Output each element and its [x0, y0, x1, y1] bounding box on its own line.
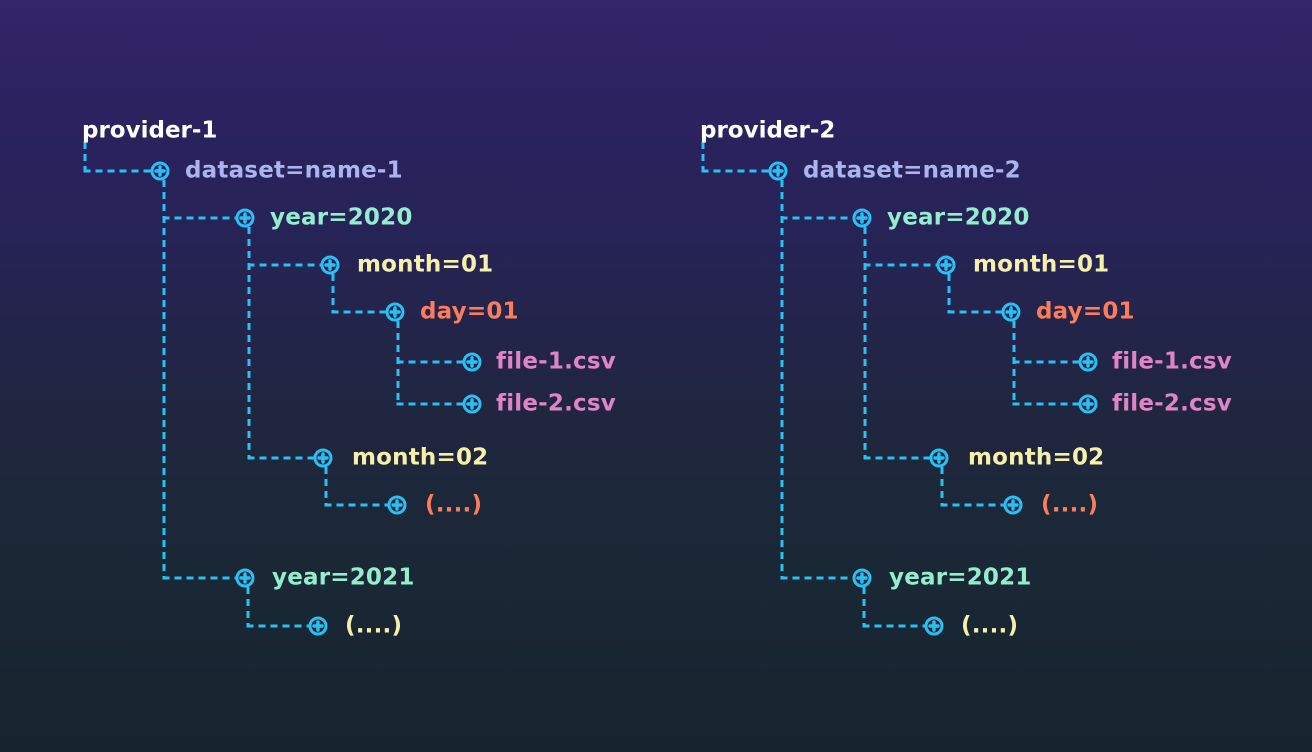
tree-node-marker[interactable] — [929, 448, 949, 468]
tree-node-marker[interactable] — [1003, 495, 1023, 515]
tree-node-label-day[interactable]: day=01 — [420, 298, 519, 325]
tree-node-label-file[interactable]: file-2.csv — [496, 390, 616, 417]
tree-node-marker[interactable] — [936, 255, 956, 275]
tree-root-label: provider-1 — [82, 117, 218, 144]
tree-node-label-month[interactable]: month=02 — [968, 444, 1105, 471]
tree-node-marker[interactable] — [1078, 352, 1098, 372]
tree-node-label-year[interactable]: year=2021 — [272, 564, 415, 591]
tree-node-marker[interactable] — [1078, 394, 1098, 414]
tree-node-label-ellipsis-orange[interactable]: (....) — [425, 491, 483, 518]
tree-node-label-ellipsis-yellow[interactable]: (....) — [961, 612, 1019, 639]
tree-node-marker[interactable] — [924, 616, 944, 636]
tree-node-label-dataset[interactable]: dataset=name-2 — [803, 157, 1021, 184]
tree-node-label-ellipsis-yellow[interactable]: (....) — [345, 612, 403, 639]
tree-node-marker[interactable] — [852, 568, 872, 588]
tree-node-marker[interactable] — [150, 161, 170, 181]
tree-node-label-month[interactable]: month=01 — [973, 251, 1110, 278]
tree-node-label-file[interactable]: file-1.csv — [1112, 348, 1232, 375]
tree-node-label-month[interactable]: month=02 — [352, 444, 489, 471]
tree-node-marker[interactable] — [462, 352, 482, 372]
tree-node-marker[interactable] — [1001, 302, 1021, 322]
tree-node-label-year[interactable]: year=2021 — [889, 564, 1032, 591]
tree-node-marker[interactable] — [852, 208, 872, 228]
tree-node-label-file[interactable]: file-2.csv — [1112, 390, 1232, 417]
tree-node-label-month[interactable]: month=01 — [357, 251, 494, 278]
tree-node-marker[interactable] — [235, 568, 255, 588]
tree-node-label-year[interactable]: year=2020 — [887, 204, 1030, 231]
tree-node-marker[interactable] — [462, 394, 482, 414]
tree-node-marker[interactable] — [320, 255, 340, 275]
tree-node-marker[interactable] — [387, 495, 407, 515]
tree-node-marker[interactable] — [308, 616, 328, 636]
tree-node-marker[interactable] — [313, 448, 333, 468]
tree-node-label-file[interactable]: file-1.csv — [496, 348, 616, 375]
tree-node-label-ellipsis-orange[interactable]: (....) — [1041, 491, 1099, 518]
tree-node-marker[interactable] — [235, 208, 255, 228]
tree-root-label: provider-2 — [700, 117, 836, 144]
tree-node-label-day[interactable]: day=01 — [1036, 298, 1135, 325]
tree-node-marker[interactable] — [385, 302, 405, 322]
tree-node-label-year[interactable]: year=2020 — [270, 204, 413, 231]
tree-node-marker[interactable] — [768, 161, 788, 181]
tree-node-label-dataset[interactable]: dataset=name-1 — [185, 157, 403, 184]
